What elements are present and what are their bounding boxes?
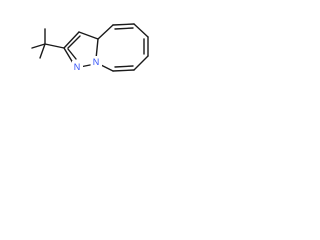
azocine-bond-c7-c8 <box>133 55 149 71</box>
tbutyl-methyl-bond-bottom <box>39 43 46 59</box>
azocine-bond-c3a-c4 <box>97 24 114 40</box>
azocine-bond-c5-c6 <box>133 23 149 38</box>
tbutyl-methyl-bond-left <box>31 43 46 49</box>
atom-nitrogen-n1: N <box>72 61 83 73</box>
azocine-bond-c4-c5 <box>112 23 135 26</box>
pyrazole-bond-n-c2-double <box>67 48 77 60</box>
atom-nitrogen-n2: N <box>91 56 102 68</box>
azocine-bond-c8-c9 <box>112 69 135 72</box>
azocine-bond-c4-c5-double <box>114 27 134 30</box>
molecule-structure-diagram: N N <box>31 23 149 73</box>
pyrazole-bond-c2-c3 <box>63 31 80 49</box>
azocine-bond-c9-n <box>100 64 114 72</box>
pyrazole-bond-c3a-n <box>95 38 99 60</box>
pyrazole-bond-c2-c3-double <box>67 35 81 49</box>
pyrazole-bond-n-c2 <box>63 47 74 64</box>
atom-label-n1: N <box>74 62 81 72</box>
pyrazole-bond-c3-c3a <box>78 31 99 40</box>
atom-label-n2: N <box>93 57 100 67</box>
azocine-bond-c8-c9-double <box>114 65 134 68</box>
tbutyl-quaternary-bond <box>44 43 65 49</box>
